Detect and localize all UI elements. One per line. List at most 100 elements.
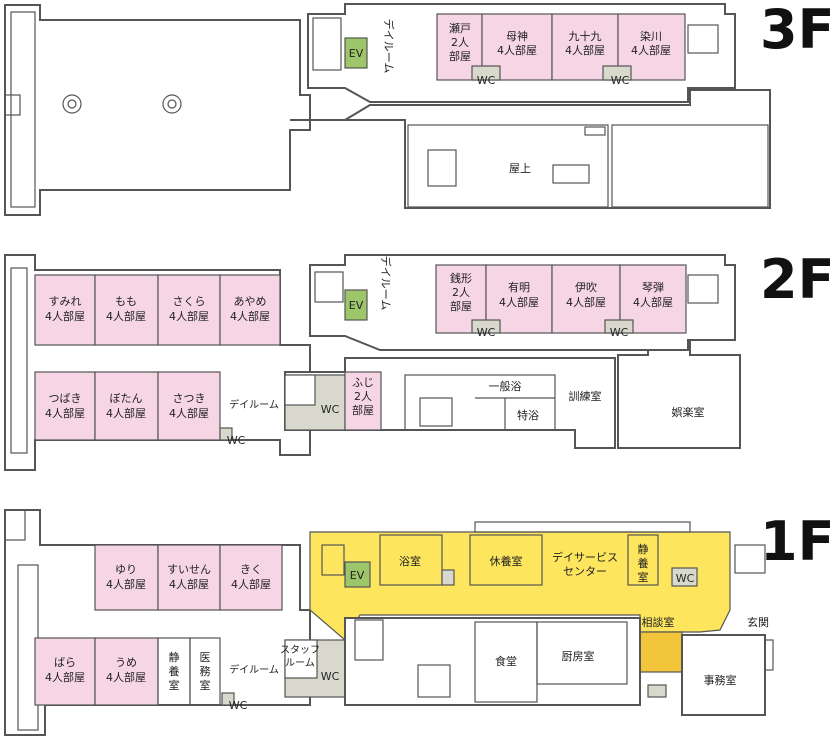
svg-text:WC: WC — [227, 434, 246, 447]
3f-ev — [344, 37, 368, 69]
svg-text:4人部屋: 4人部屋 — [631, 43, 671, 57]
svg-text:ばら: ばら — [54, 656, 76, 669]
1f-wc-right — [671, 567, 698, 587]
svg-text:WC: WC — [229, 699, 248, 712]
3f-dayroom-label: デイルーム — [382, 19, 396, 74]
svg-text:養: 養 — [638, 556, 649, 570]
2f-room-tsubaki — [34, 371, 96, 441]
svg-text:食堂: 食堂 — [495, 654, 517, 668]
svg-text:EV: EV — [349, 47, 364, 60]
svg-text:4人部屋: 4人部屋 — [566, 295, 606, 309]
svg-text:一般浴: 一般浴 — [489, 380, 522, 393]
svg-text:もも: もも — [115, 295, 137, 308]
svg-text:うめ: うめ — [115, 656, 137, 669]
svg-text:4人部屋: 4人部屋 — [169, 577, 209, 591]
floor-2f: すみれ 4人部屋 もも 4人部屋 さくら 4人部屋 あやめ 4人部屋 つばき 4… — [4, 248, 834, 471]
floor-1f: ゆり 4人部屋 すいせん 4人部屋 きく 4人部屋 ばら 4人部屋 うめ 4人部… — [4, 509, 834, 736]
3f-left-inner — [10, 11, 36, 208]
svg-text:母神: 母神 — [506, 29, 528, 43]
svg-text:4人部屋: 4人部屋 — [230, 309, 270, 323]
svg-text:ゆり: ゆり — [115, 563, 137, 576]
svg-text:有明: 有明 — [508, 280, 530, 294]
svg-text:室: 室 — [200, 678, 211, 692]
svg-text:4人部屋: 4人部屋 — [497, 43, 537, 57]
svg-text:務: 務 — [200, 664, 211, 678]
1f-entrance-label: 玄関 — [747, 615, 769, 629]
2f-room-sakura — [157, 274, 221, 346]
svg-text:4人部屋: 4人部屋 — [231, 577, 271, 591]
svg-text:4人部屋: 4人部屋 — [169, 406, 209, 420]
3f-floor-label: 3F — [760, 0, 834, 61]
svg-text:休養室: 休養室 — [490, 554, 523, 568]
floor-3f: 屋上 EV デイルーム 瀬戸 2人 部屋 母神 4人部屋 九十九 4人部屋 染川… — [4, 0, 834, 216]
svg-text:ルーム: ルーム — [285, 657, 315, 669]
1f-consult-room — [639, 631, 683, 673]
2f-wc-left — [219, 427, 233, 441]
svg-text:室: 室 — [169, 678, 180, 692]
svg-text:医: 医 — [200, 651, 211, 664]
3f-rooftop-label: 屋上 — [509, 162, 531, 175]
svg-text:部屋: 部屋 — [352, 403, 374, 417]
svg-text:4人部屋: 4人部屋 — [499, 295, 539, 309]
svg-text:デイルーム: デイルーム — [229, 398, 279, 411]
svg-text:WC: WC — [676, 572, 695, 585]
svg-text:染川: 染川 — [640, 29, 662, 43]
svg-text:さくら: さくら — [173, 295, 206, 308]
svg-text:スタッフ: スタッフ — [280, 644, 320, 656]
svg-text:4人部屋: 4人部屋 — [106, 406, 146, 420]
svg-text:WC: WC — [321, 403, 340, 416]
2f-room-sumire — [34, 274, 96, 346]
svg-text:静: 静 — [638, 542, 649, 556]
2f-stair — [419, 397, 453, 427]
2f-ev — [344, 289, 368, 321]
1f-lower-block — [344, 617, 641, 706]
svg-text:デイルーム: デイルーム — [229, 663, 279, 676]
svg-text:WC: WC — [610, 326, 629, 339]
3f-right-stair — [687, 24, 719, 54]
3f-wc-2 — [602, 65, 632, 81]
svg-text:つばき: つばき — [49, 392, 82, 405]
svg-text:4人部屋: 4人部屋 — [633, 295, 673, 309]
svg-text:4人部屋: 4人部屋 — [106, 577, 146, 591]
2f-room-ayame — [219, 274, 281, 346]
svg-text:銭形: 銭形 — [450, 272, 472, 285]
svg-text:4人部屋: 4人部屋 — [45, 406, 85, 420]
svg-text:伊吹: 伊吹 — [575, 281, 597, 294]
1f-day-service-label: デイサービス — [552, 550, 618, 564]
svg-text:きく: きく — [240, 563, 262, 576]
svg-text:WC: WC — [477, 326, 496, 339]
svg-text:2人: 2人 — [354, 390, 372, 403]
svg-text:瀬戸: 瀬戸 — [449, 21, 471, 35]
svg-text:4人部屋: 4人部屋 — [106, 309, 146, 323]
3f-wc-1 — [471, 65, 501, 81]
svg-text:ふじ: ふじ — [352, 376, 374, 389]
1f-bath — [379, 534, 443, 586]
1f-staff-room — [284, 639, 318, 679]
1f-room-bara — [34, 637, 96, 706]
svg-text:EV: EV — [350, 569, 365, 582]
svg-text:EV: EV — [349, 299, 364, 312]
svg-text:部屋: 部屋 — [450, 299, 472, 313]
svg-text:センター: センター — [563, 565, 607, 578]
svg-text:養: 養 — [169, 664, 180, 678]
svg-text:相談室: 相談室 — [642, 615, 675, 629]
svg-text:浴室: 浴室 — [399, 554, 421, 568]
svg-text:部屋: 部屋 — [449, 49, 471, 63]
2f-room-botan — [94, 371, 159, 441]
svg-text:2人: 2人 — [452, 286, 470, 299]
1f-office — [681, 634, 766, 716]
svg-text:さつき: さつき — [173, 392, 206, 405]
1f-right-stair — [734, 544, 766, 574]
svg-text:すいせん: すいせん — [167, 563, 211, 576]
svg-text:4人部屋: 4人部屋 — [169, 309, 209, 323]
2f-floor-label: 2F — [760, 248, 834, 311]
3f-stair — [427, 149, 457, 187]
2f-room-satsuki — [157, 371, 221, 441]
2f-room-momo — [94, 274, 159, 346]
svg-text:静: 静 — [169, 650, 180, 664]
1f-room-kiku — [219, 544, 283, 611]
svg-text:4人部屋: 4人部屋 — [565, 43, 605, 57]
svg-text:厨房室: 厨房室 — [562, 649, 595, 663]
svg-text:事務室: 事務室 — [704, 673, 737, 687]
